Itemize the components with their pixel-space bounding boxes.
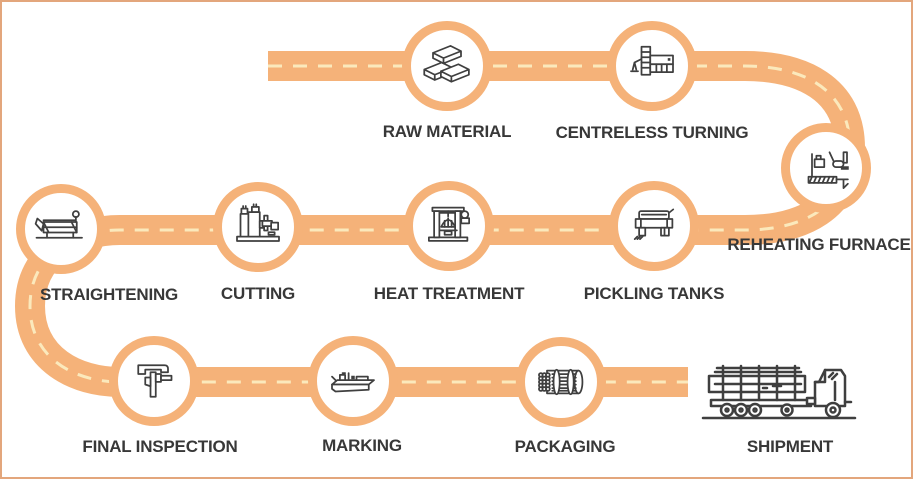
step-label: MARKING	[322, 436, 402, 455]
node-reheating-furnace	[781, 123, 871, 213]
node-final-inspection	[109, 336, 199, 426]
step-label: CENTRELESS TURNING	[555, 123, 749, 142]
node-marking	[308, 336, 398, 426]
step-label: REHEATING FURNACE	[727, 235, 911, 254]
cutting-machine-icon	[230, 199, 286, 255]
caliper-icon	[126, 353, 182, 409]
heat-treatment-furnace-icon	[421, 198, 477, 254]
step-label: FINAL INSPECTION	[82, 437, 238, 456]
node-pickling-tanks	[609, 181, 699, 271]
marking-machine-icon	[325, 353, 381, 409]
pickling-tank-icon	[626, 198, 682, 254]
node-cutting	[213, 182, 303, 272]
straightening-machine-icon	[33, 201, 89, 257]
step-label: PICKLING TANKS	[583, 284, 725, 303]
node-packaging	[516, 337, 606, 427]
truck-icon	[699, 348, 859, 428]
step-label: PACKAGING	[514, 437, 616, 456]
step-label: RAW MATERIAL	[382, 122, 512, 141]
step-label: CUTTING	[220, 284, 296, 303]
pipe-bundle-icon	[533, 354, 589, 410]
step-label: HEAT TREATMENT	[373, 284, 525, 303]
turning-machine-icon	[624, 38, 680, 94]
furnace-conveyor-icon	[798, 140, 854, 196]
step-label: SHIPMENT	[746, 437, 834, 456]
step-label: STRAIGHTENING	[39, 285, 179, 304]
node-raw-material	[402, 21, 492, 111]
road-center-dash-line	[28, 64, 852, 384]
node-straightening	[16, 184, 106, 274]
ingots-icon	[419, 38, 475, 94]
node-centreless-turning	[607, 21, 697, 111]
node-heat-treatment	[404, 181, 494, 271]
